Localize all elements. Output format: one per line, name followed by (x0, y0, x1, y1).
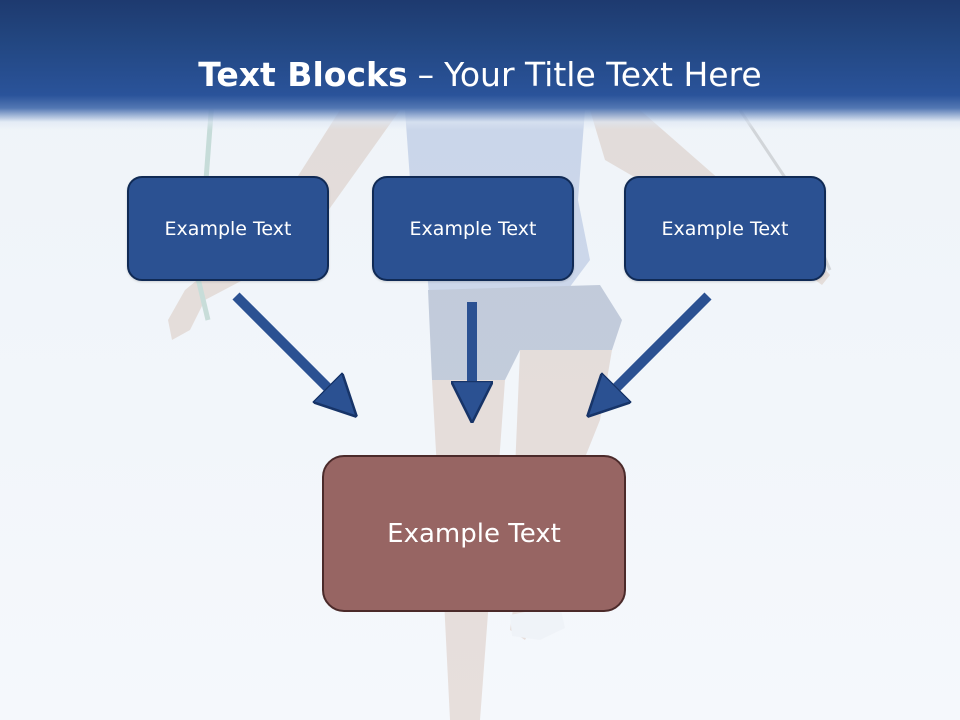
title-dash: – (417, 55, 435, 94)
text-block-right-label: Example Text (661, 217, 789, 240)
title-rest: Your Title Text Here (444, 55, 762, 94)
text-block-bottom-label: Example Text (387, 518, 561, 549)
text-block-right[interactable]: Example Text (624, 176, 826, 281)
slide-title: Text Blocks–Your Title Text Here (0, 50, 960, 100)
header-band (0, 0, 960, 130)
title-bold-part: Text Blocks (198, 55, 408, 94)
text-block-bottom[interactable]: Example Text (322, 455, 626, 612)
text-block-left[interactable]: Example Text (127, 176, 329, 281)
text-block-left-label: Example Text (164, 217, 292, 240)
text-block-center[interactable]: Example Text (372, 176, 574, 281)
text-block-center-label: Example Text (409, 217, 537, 240)
